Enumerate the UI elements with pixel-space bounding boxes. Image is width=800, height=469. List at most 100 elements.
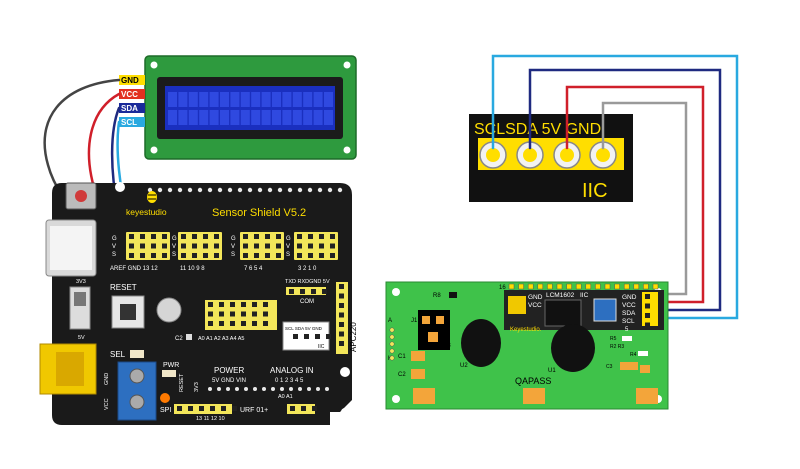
reset-button-cap[interactable] <box>75 190 87 202</box>
lcd-character-cells <box>168 92 333 125</box>
lcd-cell <box>324 110 333 125</box>
iic-sockets <box>479 141 617 169</box>
header-pin <box>129 243 134 249</box>
header-pin <box>203 234 208 239</box>
header-pin <box>192 234 197 239</box>
u3-label: U3 <box>443 343 451 349</box>
contrast-potentiometer[interactable] <box>508 296 526 314</box>
lcd-cell <box>199 92 209 107</box>
header-pin <box>319 243 324 249</box>
header-pin <box>210 406 215 411</box>
c3 <box>620 362 638 370</box>
header-pin <box>181 253 186 258</box>
header-dot <box>207 187 213 193</box>
header-dot <box>208 387 212 391</box>
lcd-pin <box>518 283 524 290</box>
terminal-screw[interactable] <box>129 368 145 384</box>
lcd-cell <box>199 110 209 125</box>
pin-bg <box>119 117 145 127</box>
header-dot <box>226 387 230 391</box>
terminal-screw[interactable] <box>129 394 145 410</box>
header-pin <box>254 234 259 239</box>
gvs-label-3: S <box>231 252 235 258</box>
com-label: COM <box>300 299 314 305</box>
header-pin <box>252 311 257 317</box>
header-pins <box>293 334 331 339</box>
header-pin <box>151 243 156 249</box>
header-pin <box>214 253 219 258</box>
header-pin <box>129 253 134 258</box>
header-pin <box>263 311 268 317</box>
iic-socket-pin <box>523 148 537 162</box>
pwr-label: PWR <box>163 362 179 369</box>
reset-button-center[interactable] <box>120 304 136 320</box>
header-pin <box>243 243 248 249</box>
lcd-cell <box>292 92 302 107</box>
header-pin <box>208 302 213 307</box>
header-pin <box>300 289 305 294</box>
header-pin <box>177 406 182 411</box>
lcd-cell <box>313 110 323 125</box>
gvs-label-2: S <box>172 252 176 258</box>
lcd-cell <box>261 92 271 107</box>
digital-header-block-2 <box>178 232 222 260</box>
c2-label: C2 <box>175 336 183 342</box>
shield-iic-label: IIC <box>318 344 325 350</box>
lcd-cell <box>282 110 292 125</box>
header-pin <box>219 311 224 317</box>
lcd-cell <box>303 92 313 107</box>
side-pin <box>389 327 395 333</box>
header-pin <box>219 321 224 326</box>
usb-port-inner <box>50 226 92 270</box>
header-pin <box>311 289 316 294</box>
sensor-shield: keyestudio Sensor Shield V5.2 G V S G V … <box>39 182 358 425</box>
c1-label: C1 <box>398 354 406 360</box>
lcd-cell <box>230 92 240 107</box>
header-pin <box>230 311 235 317</box>
header-dot <box>227 187 233 193</box>
urf-label: URF 01+ <box>240 407 268 414</box>
i2c-chip <box>544 299 582 327</box>
lcd-cell <box>324 92 333 107</box>
header-dot <box>157 187 163 193</box>
power-pins-label: 5V GND VIN <box>212 378 246 384</box>
header-pin <box>319 234 324 239</box>
sel-jumper[interactable] <box>130 350 144 358</box>
backpack-model: LCM1602 <box>546 292 575 299</box>
header-pin <box>230 321 235 326</box>
lcd-pin <box>652 283 659 290</box>
iic-socket-pin <box>560 148 574 162</box>
header-pin <box>219 302 224 307</box>
blue-pot[interactable] <box>593 298 617 322</box>
spi-nums-label: 13 11 12 10 <box>196 416 225 422</box>
keyestudio-logo-icon <box>147 191 157 203</box>
header-pin <box>230 302 235 307</box>
header-pin <box>199 406 204 411</box>
lcd-pin <box>614 283 620 290</box>
header-pin <box>140 253 145 258</box>
header-dot <box>289 387 293 391</box>
voltage-switch-knob[interactable] <box>74 292 86 306</box>
pin-scl-label: SCL <box>121 118 137 127</box>
header-pin <box>339 293 344 299</box>
power-label: POWER <box>214 366 244 375</box>
header-pin <box>192 243 197 249</box>
lcd-pin-labels: GND VCC SDA SCL <box>119 75 145 127</box>
lcd-cell <box>209 110 219 125</box>
header-pins <box>289 289 327 294</box>
mount-hole <box>150 61 158 69</box>
header-pin <box>214 234 219 239</box>
gvs-label-4: G <box>286 236 291 242</box>
header-pin <box>276 253 281 258</box>
header-dot <box>287 187 293 193</box>
wire-vcc-iic <box>565 85 705 304</box>
header-pin <box>252 302 257 307</box>
header-pin <box>339 322 344 327</box>
pad <box>428 332 438 342</box>
lcd-pin <box>643 283 649 290</box>
header-pins <box>177 406 237 411</box>
lcd-pin <box>556 283 563 290</box>
header-dot <box>253 387 257 391</box>
reset-button[interactable] <box>111 295 145 329</box>
lcd-pin <box>575 283 582 290</box>
